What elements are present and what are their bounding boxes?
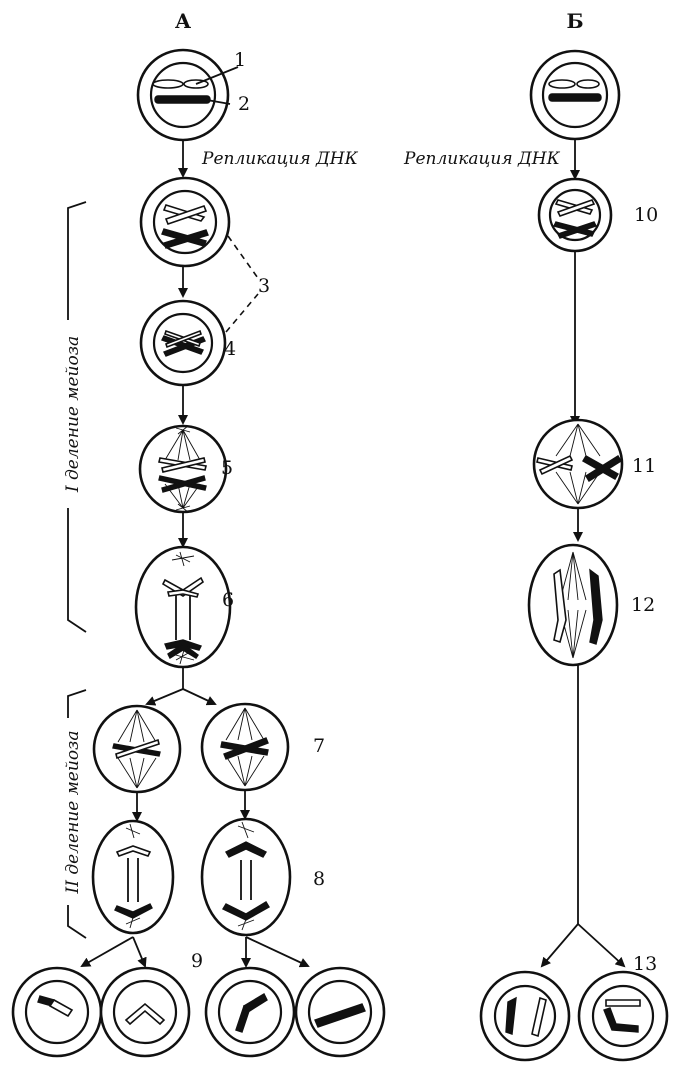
arrow-to-cell-7-right	[182, 688, 217, 706]
label-7: 7	[313, 735, 325, 757]
column-heading-mitosis: Б	[566, 9, 583, 33]
pointer-line-2	[206, 99, 231, 105]
replication-label-b: Репликация ДНК	[403, 149, 561, 169]
arrow-to-cell-9a	[80, 936, 134, 967]
label-11: 11	[632, 455, 656, 477]
label-13: 13	[633, 953, 657, 975]
meiosis-anaphase-1-cell	[134, 545, 232, 669]
meiosis-anaphase-2-cell-left	[91, 819, 175, 935]
meiosis-daughter-cell-2	[99, 966, 191, 1058]
arrow-to-cell-13-left	[540, 923, 579, 968]
replication-label-a: Репликация ДНК	[201, 149, 359, 169]
label-10: 10	[634, 204, 658, 226]
dashed-line-3-lower	[225, 293, 259, 333]
arrow-to-cell-9d	[245, 936, 310, 968]
bracket-meiosis-2-top	[67, 689, 87, 718]
meiosis-2-label: II деление мейоза	[63, 731, 83, 895]
mitosis-replicated-cell	[537, 177, 613, 253]
meiosis-metaphase-1-cell	[138, 424, 228, 514]
mitosis-initial-cell	[529, 49, 621, 141]
meiosis-replicated-cell	[139, 176, 231, 268]
mitosis-daughter-cell-2	[577, 970, 669, 1062]
meiosis-metaphase-2-cell-right	[200, 702, 290, 792]
column-heading-meiosis: А	[175, 9, 192, 33]
arrow-to-cell-7-left	[145, 688, 184, 706]
bracket-meiosis-2-bottom	[67, 905, 87, 939]
label-1: 1	[234, 49, 246, 71]
meiosis-synapsis-cell	[139, 299, 227, 387]
label-2: 2	[238, 93, 250, 115]
mitosis-daughter-cell-1	[479, 970, 571, 1062]
meiosis-1-label: I деление мейоза	[63, 336, 83, 493]
meiosis-metaphase-2-cell-left	[92, 704, 182, 794]
label-12: 12	[631, 594, 655, 616]
pointer-line-1	[195, 66, 239, 85]
bracket-meiosis-1-top	[67, 201, 87, 320]
meiosis-anaphase-2-cell-right	[200, 817, 292, 937]
label-3: 3	[258, 275, 270, 297]
meiosis-initial-cell	[136, 48, 230, 142]
label-9: 9	[191, 950, 203, 972]
meiosis-daughter-cell-4	[294, 966, 386, 1058]
label-5: 5	[221, 457, 233, 479]
mitosis-anaphase-cell	[527, 543, 619, 667]
meiosis-daughter-cell-1	[11, 966, 103, 1058]
arrow-to-cell-9b	[132, 936, 147, 968]
arrow-to-cell-13-right	[577, 923, 626, 968]
label-4: 4	[224, 338, 236, 360]
meiosis-daughter-cell-3	[204, 966, 296, 1058]
bracket-meiosis-1-bottom	[67, 508, 87, 633]
dashed-line-3-upper	[227, 235, 261, 282]
label-8: 8	[313, 868, 325, 890]
mitosis-metaphase-cell	[532, 418, 624, 510]
label-6: 6	[222, 589, 234, 611]
